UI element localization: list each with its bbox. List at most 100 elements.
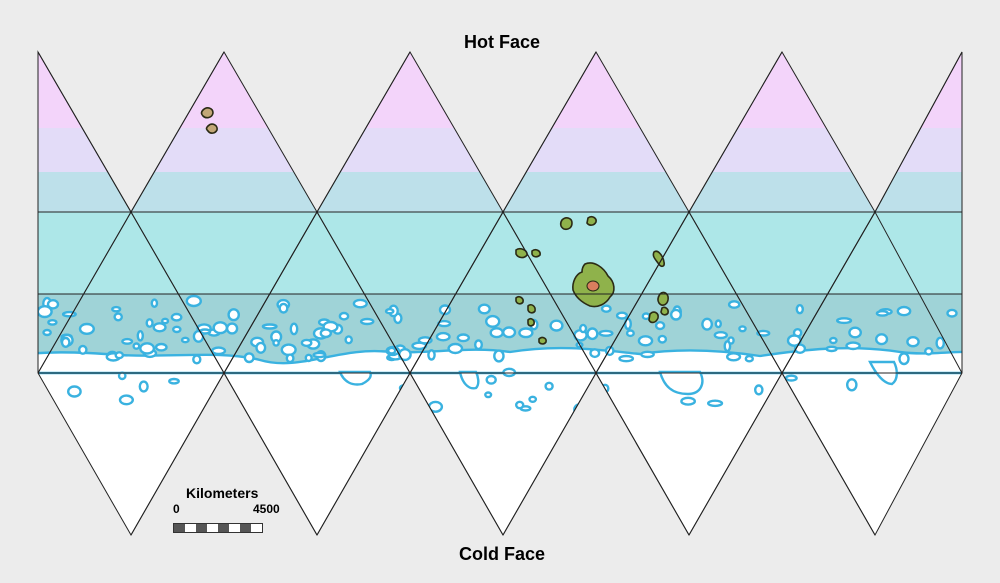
island bbox=[657, 291, 669, 306]
ice-floe bbox=[670, 308, 683, 321]
ice-floe bbox=[150, 298, 159, 309]
ice-floe bbox=[114, 351, 125, 360]
ice-floe bbox=[387, 346, 397, 355]
ice-floe bbox=[113, 312, 123, 322]
ice-floe bbox=[61, 310, 77, 318]
ice-floe bbox=[344, 335, 354, 345]
climate-bands bbox=[38, 52, 962, 535]
ice-floe bbox=[906, 336, 920, 348]
ice-floe bbox=[243, 352, 255, 364]
ice-floe bbox=[435, 331, 451, 342]
ice-floe bbox=[618, 354, 635, 363]
ice-floe bbox=[641, 312, 651, 321]
band-cool bbox=[38, 212, 962, 294]
ice-floe bbox=[502, 367, 517, 378]
ice-floe bbox=[680, 396, 696, 406]
ice-floe bbox=[727, 300, 741, 309]
ice-floe bbox=[640, 350, 655, 359]
ice-tongue bbox=[658, 370, 704, 396]
ice-floe bbox=[637, 335, 654, 347]
ice-floe bbox=[46, 298, 60, 310]
island bbox=[527, 304, 536, 314]
scale-bar-title: Kilometers bbox=[186, 485, 259, 501]
ice-floe bbox=[78, 344, 88, 355]
ice-floe bbox=[701, 317, 713, 331]
band-hot bbox=[38, 52, 962, 128]
scale-bar-max: 4500 bbox=[253, 502, 280, 516]
ice-floe bbox=[218, 384, 233, 392]
ice-floe bbox=[67, 385, 82, 398]
island bbox=[660, 306, 669, 316]
ice-floe bbox=[828, 336, 838, 345]
ice-floe bbox=[845, 341, 861, 351]
ice-floe bbox=[111, 305, 122, 313]
ice-floe bbox=[935, 336, 946, 350]
ice-floe bbox=[118, 394, 135, 406]
ice-floe bbox=[227, 308, 240, 322]
ice-floe bbox=[427, 349, 436, 361]
ice-floe bbox=[874, 333, 889, 346]
ice-floe bbox=[180, 336, 190, 344]
ice-floe bbox=[255, 341, 267, 354]
ice-floe bbox=[713, 331, 728, 340]
ice-floe bbox=[493, 349, 505, 363]
ice-floe bbox=[898, 352, 910, 366]
ice-floe bbox=[754, 384, 764, 396]
ice-floe bbox=[312, 351, 327, 359]
ice-floe bbox=[725, 352, 742, 362]
ice-floe bbox=[338, 311, 350, 321]
ice-floe bbox=[280, 343, 297, 357]
ice-floe bbox=[502, 326, 517, 339]
ice-floe bbox=[192, 354, 202, 365]
ice-floe bbox=[225, 322, 239, 335]
landmasses bbox=[200, 107, 669, 345]
ice-floe bbox=[654, 321, 666, 331]
ice-floe bbox=[714, 319, 722, 329]
ice-floe bbox=[515, 400, 525, 410]
ice-floe bbox=[212, 321, 229, 335]
island bbox=[515, 248, 528, 259]
island-tan bbox=[205, 123, 218, 134]
ice-floe bbox=[319, 328, 332, 339]
cold-face-label: Cold Face bbox=[458, 544, 546, 564]
ice-floe bbox=[38, 305, 53, 319]
ice-floe bbox=[132, 342, 141, 350]
ice-floe bbox=[145, 318, 154, 328]
ice-floe bbox=[489, 327, 504, 339]
ice-floe bbox=[549, 319, 564, 332]
ice-floe bbox=[47, 318, 58, 326]
ice-floe bbox=[924, 346, 934, 356]
island bbox=[648, 311, 659, 324]
ice-floe bbox=[42, 328, 52, 337]
ice-floe bbox=[589, 348, 601, 359]
ice-floe bbox=[170, 312, 183, 322]
band-warm bbox=[38, 128, 962, 172]
ice-floe bbox=[485, 374, 497, 385]
ice-floe bbox=[544, 381, 554, 391]
island bbox=[586, 215, 597, 226]
scale-bar: Kilometers 0 4500 bbox=[170, 485, 290, 540]
ice-floe bbox=[139, 342, 156, 355]
ice-floe bbox=[171, 325, 182, 334]
ice-floe bbox=[397, 348, 412, 362]
ice-floe bbox=[723, 340, 732, 353]
ice-floe bbox=[185, 294, 203, 308]
continent-highland bbox=[586, 280, 600, 292]
ice-floe bbox=[474, 339, 484, 351]
ice-floe bbox=[289, 322, 299, 336]
ice-floe bbox=[896, 305, 912, 317]
ice-floe bbox=[846, 378, 858, 392]
ice-floe bbox=[795, 304, 804, 315]
ice-floe bbox=[117, 371, 127, 381]
ice-floe bbox=[615, 311, 629, 320]
ice-floe bbox=[121, 337, 134, 345]
ice-floe bbox=[352, 298, 368, 309]
hot-face-label: Hot Face bbox=[463, 32, 541, 52]
scale-bar-min: 0 bbox=[173, 502, 180, 516]
ice-floe bbox=[78, 322, 96, 336]
island bbox=[515, 295, 524, 305]
ice-floe bbox=[578, 323, 588, 334]
ice-floe bbox=[152, 322, 167, 333]
ice-floe bbox=[573, 403, 585, 416]
